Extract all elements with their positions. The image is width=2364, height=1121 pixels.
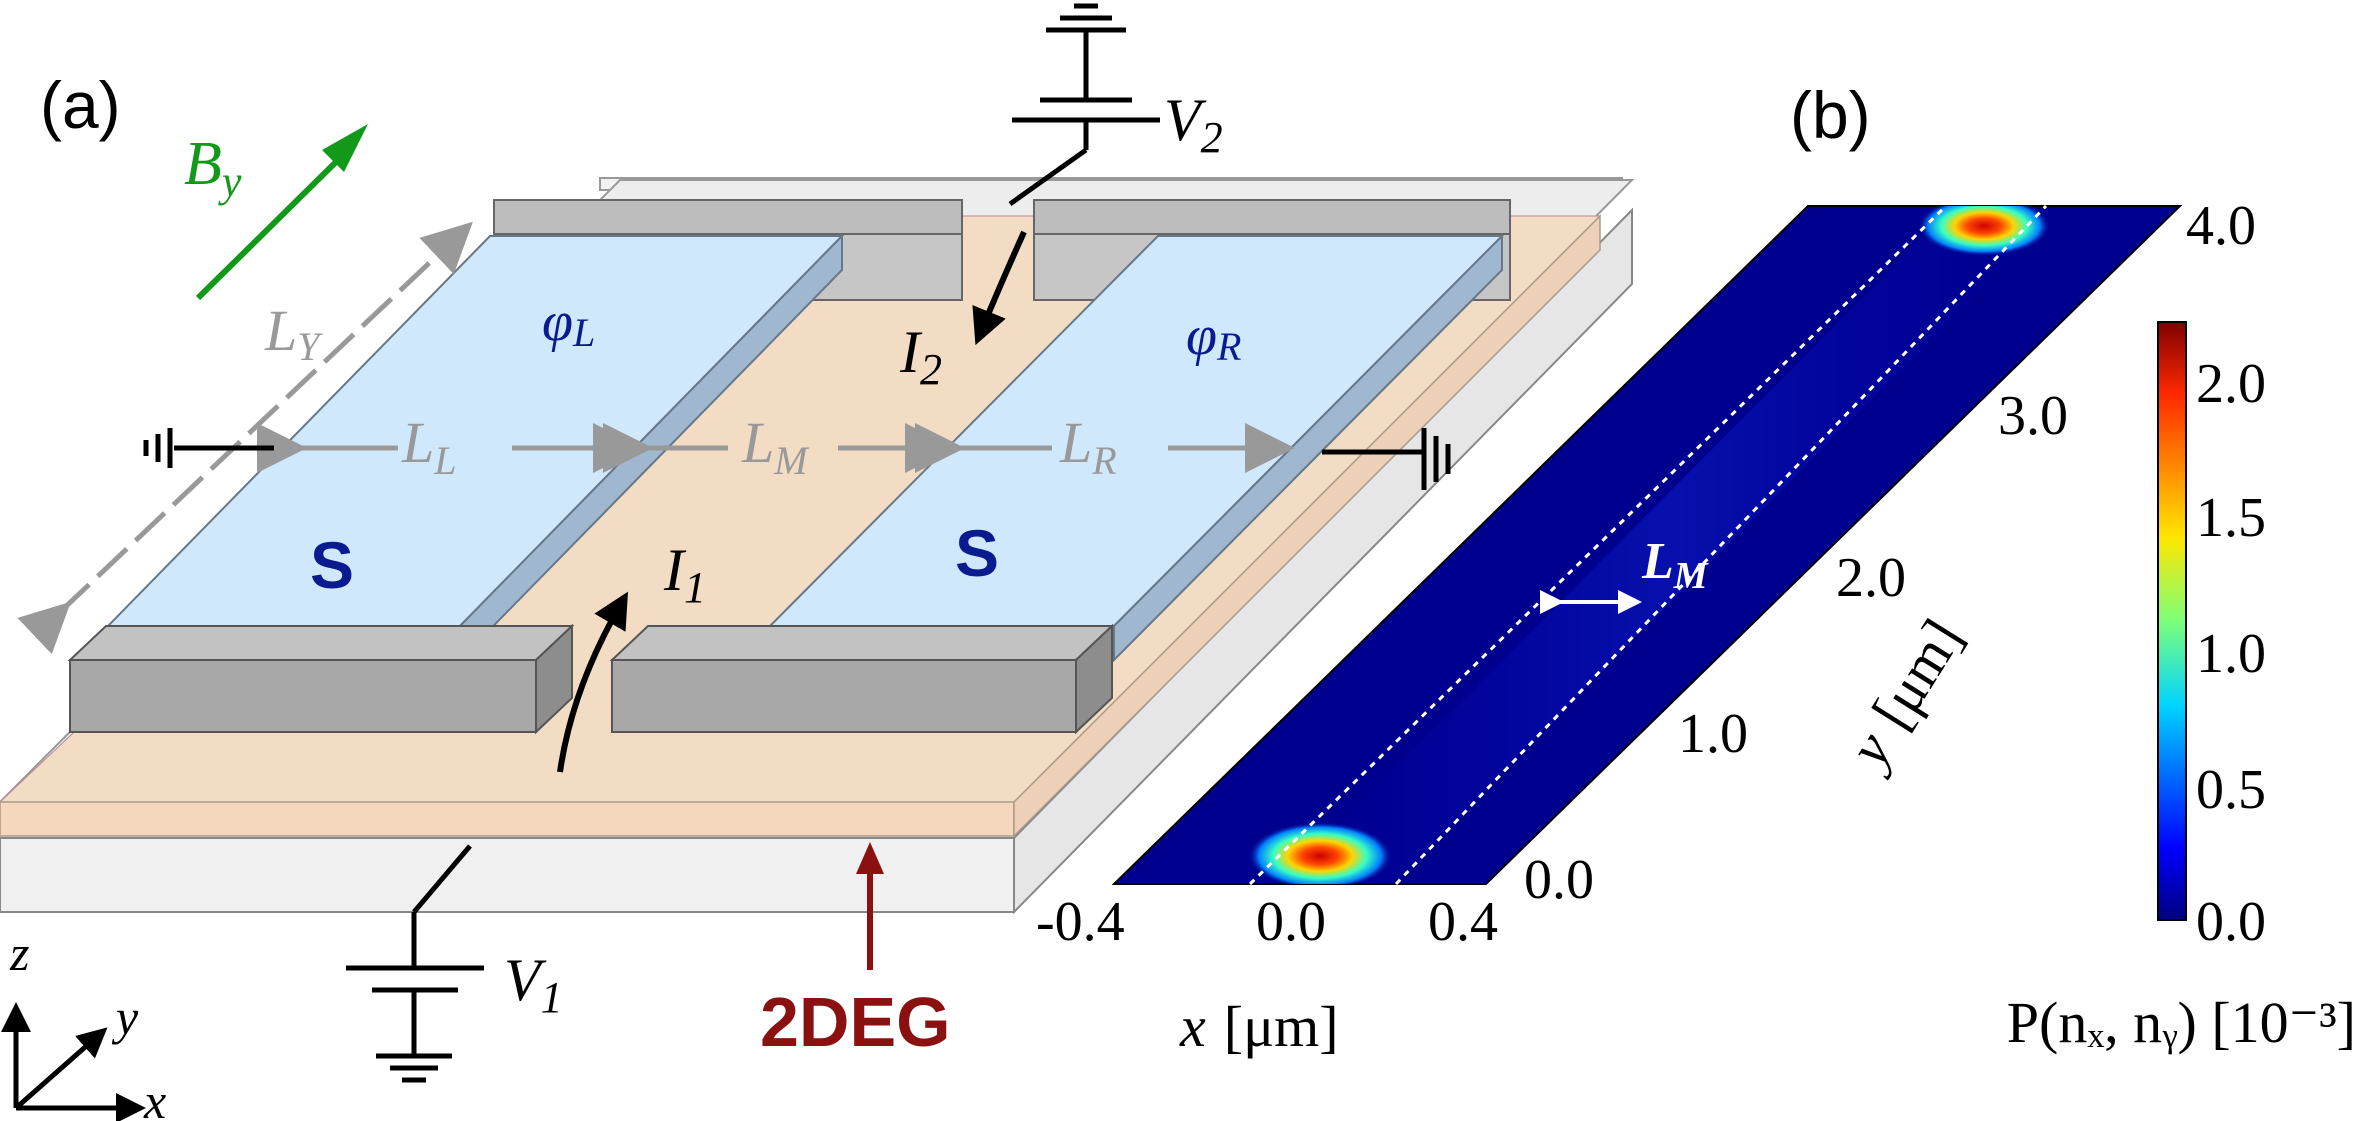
magnetic-field-symbol: B	[184, 130, 222, 198]
panel-b: (b) LM -0.4 0.0 0.4 x[μm] 0.0 1.0 2.0 3.…	[1036, 78, 2356, 1059]
phase-right-symbol: φ	[1186, 305, 1217, 367]
x-tick-label: -0.4	[1036, 891, 1125, 953]
x-tick-label: 0.4	[1428, 891, 1498, 953]
current-i2-symbol: I	[899, 319, 923, 385]
length-lr-symbol: L	[1059, 410, 1092, 475]
magnetic-field-label: By	[184, 130, 242, 206]
y-tick-label: 1.0	[1678, 703, 1748, 765]
current-i2-label: I2	[899, 319, 942, 394]
battery-v2-icon	[1008, 3, 1160, 207]
superconductor-right-label: S	[955, 516, 999, 590]
phase-right-label: φR	[1186, 305, 1241, 369]
x-axis-var: x	[1179, 994, 1206, 1059]
ground-right-icon	[1322, 428, 1451, 490]
length-lr-sub: R	[1091, 438, 1116, 483]
colorbar-label: P(nₓ, nᵧ) [10⁻³]	[2007, 990, 2356, 1055]
front-contact-left	[67, 623, 575, 735]
length-ly-dimension	[17, 221, 473, 655]
x-tick-label: 0.0	[1256, 891, 1326, 953]
coordinate-axes	[0, 1002, 146, 1121]
lm-boundary-left	[1248, 204, 1948, 886]
phase-right-sub: R	[1216, 324, 1241, 369]
colorbar-tick-label: 0.5	[2196, 759, 2266, 821]
panel-a-label: (a)	[40, 68, 121, 142]
battery-v1-icon	[346, 844, 484, 1083]
length-lm-label: LM	[741, 410, 810, 483]
axis-x-label: x	[143, 1073, 166, 1121]
voltage-v1-label: V1	[504, 947, 563, 1022]
y-tick-label: 2.0	[1836, 547, 1906, 609]
phase-left-symbol: φ	[542, 291, 573, 353]
length-lr-label: LR	[1059, 410, 1117, 483]
length-lm-sub: M	[773, 438, 810, 483]
current-i1-sub: 1	[684, 563, 706, 612]
voltage-v1-symbol: V	[504, 947, 547, 1013]
colorbar-tick-label: 2.0	[2196, 353, 2266, 415]
lm-gap-label: LM	[1641, 533, 1709, 597]
probability-peak-bottom	[1248, 822, 1392, 884]
superconductor-left-label: S	[310, 528, 354, 602]
current-i2-arrow	[972, 230, 1027, 346]
phase-left-label: φL	[542, 291, 595, 355]
current-i1-symbol: I	[663, 537, 687, 603]
lm-gap-symbol: L	[1641, 533, 1674, 590]
x-axis-label: x [μm]	[1179, 994, 1339, 1059]
length-ly-sub: Y	[297, 324, 323, 369]
current-i2-sub: 2	[920, 345, 942, 394]
panel-b-label: (b)	[1790, 78, 1871, 152]
probability-heatmap: LM	[1111, 204, 2183, 886]
current-i1-arrow	[557, 591, 629, 773]
length-ly-label: LY	[264, 298, 323, 369]
voltage-v2-sub: 2	[1201, 113, 1223, 162]
x-axis-unit: [μm]	[1224, 994, 1339, 1059]
twodeg-label: 2DEG	[760, 983, 951, 1061]
length-lm-symbol: L	[741, 410, 774, 475]
axis-z-label: z	[9, 925, 29, 981]
magnetic-field-sub: y	[218, 157, 242, 206]
length-ly-symbol: L	[264, 298, 297, 363]
ground-left-icon	[143, 428, 274, 468]
colorbar-tick-label: 1.0	[2196, 623, 2266, 685]
y-tick-label: 3.0	[1998, 385, 2068, 447]
y-axis-var: y	[1833, 720, 1905, 781]
colorbar	[2157, 321, 2187, 921]
length-ll-label: LL	[401, 410, 457, 483]
panel-a: (a)	[0, 3, 1635, 1121]
colorbar-tick-label: 1.5	[2196, 487, 2266, 549]
y-axis-unit: [μm]	[1859, 608, 1975, 740]
current-i1-label: I1	[663, 537, 706, 612]
probability-peak-top	[1918, 206, 2050, 256]
y-axis-label: y[μm]	[1833, 608, 1975, 781]
length-ll-sub: L	[433, 438, 456, 483]
voltage-v2-symbol: V	[1164, 87, 1207, 153]
lm-gap-sub: M	[1673, 555, 1709, 597]
length-ll-symbol: L	[401, 410, 434, 475]
y-tick-label: 4.0	[2186, 195, 2256, 257]
voltage-v1-sub: 1	[541, 973, 563, 1022]
magnetic-field-arrow	[195, 124, 368, 301]
twodeg-pointer-arrow	[856, 842, 884, 970]
voltage-v2-label: V2	[1164, 87, 1223, 162]
axis-y-label: y	[111, 989, 139, 1045]
colorbar-tick-label: 0.0	[2196, 891, 2266, 953]
front-contact-right	[609, 623, 1115, 735]
lm-boundary-right	[1394, 204, 2048, 886]
y-tick-label: 0.0	[1524, 849, 1594, 911]
phase-left-sub: L	[572, 310, 595, 355]
